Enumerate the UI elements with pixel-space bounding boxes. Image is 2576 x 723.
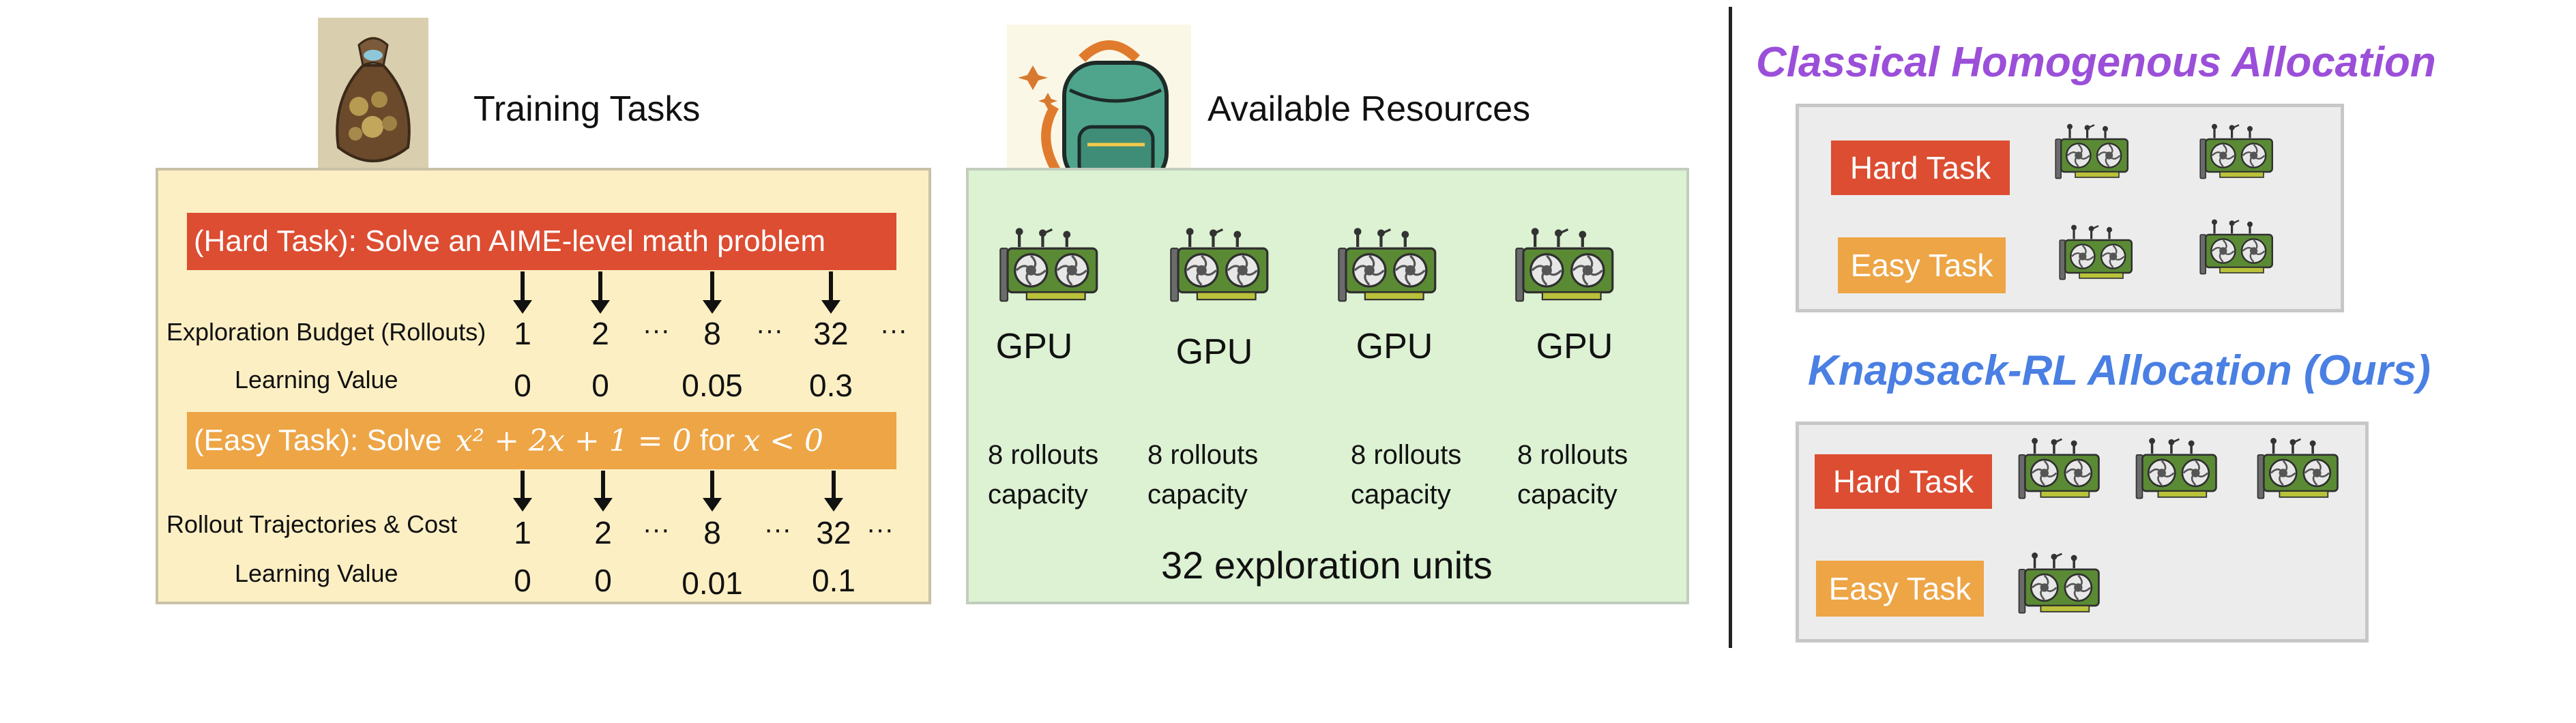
gpu-capacity-2-line1: 8 rollouts (1147, 435, 1258, 475)
gpu-capacity-4: 8 rollouts capacity (1517, 435, 1628, 514)
hard-value-8: 0.05 (664, 367, 760, 404)
hard-ellipsis-3: ··· (866, 315, 921, 346)
gpu-capacity-1-line1: 8 rollouts (988, 435, 1098, 475)
gpu-capacity-4-line2: capacity (1517, 475, 1628, 514)
hard-learning-value-label: Learning Value (235, 366, 398, 394)
gpu-label-1: GPU (966, 326, 1102, 367)
classical-easy-task-label: Easy Task (1838, 237, 2006, 293)
gpu-icon (2255, 437, 2340, 503)
hard-budget-arrow-1 (513, 271, 532, 314)
gpu-capacity-1-line2: capacity (988, 475, 1098, 514)
easy-value-2: 0 (555, 562, 651, 599)
easy-budget-arrow-2 (594, 471, 613, 512)
gpu-capacity-4-line1: 8 rollouts (1517, 435, 1628, 475)
hard-budget-32: 32 (783, 315, 879, 352)
available-resources-title: Available Resources (1208, 89, 1530, 130)
easy-budget-8: 8 (664, 514, 760, 551)
knapsack-allocation-title: Knapsack-RL Allocation (Ours) (1808, 346, 2431, 395)
gpu-icon (2053, 123, 2130, 183)
classical-allocation-title: Classical Homogenous Allocation (1756, 38, 2436, 87)
knapsack-easy-task-label: Easy Task (1816, 561, 1984, 617)
total-exploration-units: 32 exploration units (1161, 543, 1493, 587)
gpu-icon (2134, 437, 2219, 503)
easy-learning-value-label: Learning Value (235, 559, 398, 588)
gpu-label-3: GPU (1326, 326, 1463, 367)
gpu-icon (2198, 218, 2274, 278)
gpu-icon (2017, 551, 2101, 618)
gpu-capacity-2: 8 rollouts capacity (1147, 435, 1258, 514)
hard-budget-arrow-4 (821, 271, 840, 314)
hard-budget-arrow-2 (591, 271, 610, 314)
exploration-budget-label: Exploration Budget (Rollouts) (166, 318, 486, 346)
easy-task-equation: x² + 2x + 1 = 0 (456, 424, 692, 458)
gpu-icon (2198, 123, 2274, 183)
rollout-trajectories-label: Rollout Trajectories & Cost (166, 510, 457, 539)
gpu-capacity-3-line1: 8 rollouts (1351, 435, 1461, 475)
knapsack-hard-task-label: Hard Task (1815, 454, 1992, 509)
hard-budget-arrow-3 (703, 271, 722, 314)
easy-budget-arrow-4 (824, 471, 843, 512)
gpu-capacity-3: 8 rollouts capacity (1351, 435, 1461, 514)
easy-task-condition: x < 0 (743, 424, 823, 458)
hard-value-2: 0 (553, 367, 648, 404)
easy-value-32: 0.1 (786, 562, 881, 599)
section-divider (1729, 7, 1732, 648)
gpu-capacity-1: 8 rollouts capacity (988, 435, 1098, 514)
gpu-icon (2017, 437, 2101, 503)
easy-task-prefix: (Easy Task): Solve (194, 424, 450, 458)
hard-value-32: 0.3 (783, 367, 879, 404)
gpu-icon (1336, 226, 1438, 307)
gpu-icon (1168, 226, 1270, 307)
gpu-icon (2058, 224, 2134, 284)
easy-task-mid: for (692, 424, 744, 458)
gpu-icon (1513, 226, 1615, 307)
easy-task-bar: (Easy Task): Solve x² + 2x + 1 = 0 for x… (187, 412, 896, 469)
gpu-icon (997, 226, 1100, 307)
easy-ellipsis-3: ··· (853, 514, 907, 545)
easy-value-8: 0.01 (664, 565, 760, 602)
gpu-label-2: GPU (1146, 331, 1283, 372)
gpu-capacity-3-line2: capacity (1351, 475, 1461, 514)
classical-hard-task-label: Hard Task (1831, 141, 2010, 195)
gpu-capacity-2-line2: capacity (1147, 475, 1258, 514)
easy-budget-arrow-3 (703, 471, 722, 512)
gpu-label-4: GPU (1506, 326, 1643, 367)
easy-budget-arrow-1 (513, 471, 532, 512)
